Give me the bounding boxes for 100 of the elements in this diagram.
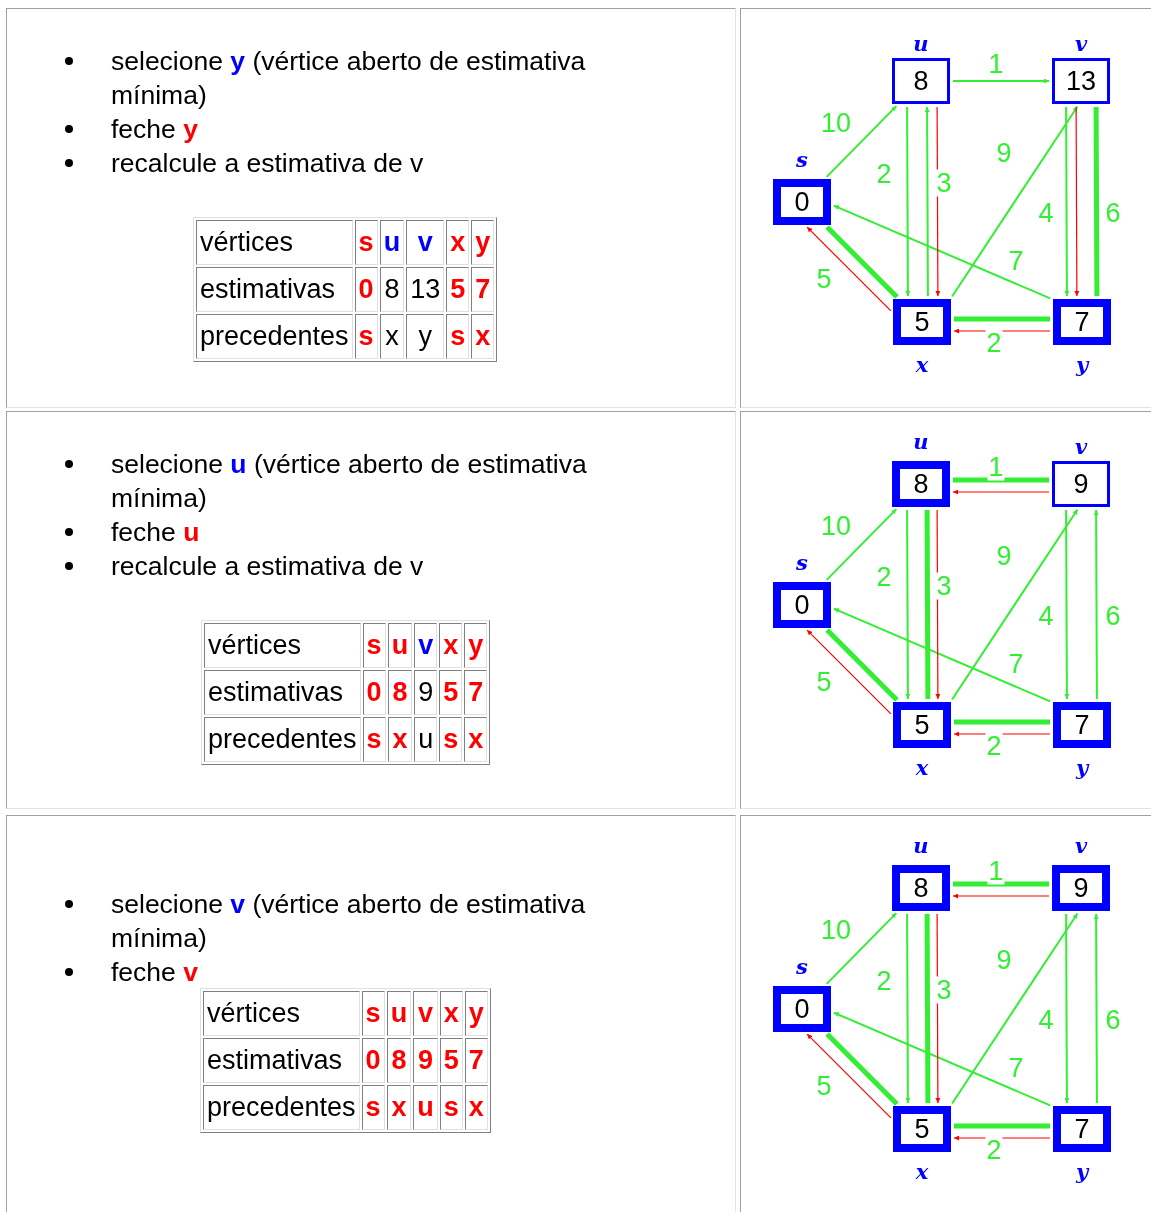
vertex-name: x — [915, 1161, 929, 1182]
vertex-estimate: 5 — [914, 308, 930, 336]
table-cell: v — [413, 991, 438, 1036]
bullet-text: feche v — [111, 956, 199, 989]
bullet-text: selecione u (vértice aberto de estimativa mínima) — [111, 448, 588, 515]
arrow — [806, 629, 892, 715]
arrow — [905, 913, 911, 1104]
bullet-text: feche u — [111, 516, 201, 549]
table-cell: s — [362, 717, 386, 762]
table-cell: y — [464, 991, 488, 1036]
table-cell: s — [362, 623, 386, 668]
arrow — [952, 489, 1050, 495]
arrow — [905, 509, 911, 700]
edge-label: 3 — [935, 572, 953, 600]
table-cell: 7 — [464, 1038, 488, 1083]
table-cell: y — [464, 623, 488, 668]
table-cell: 7 — [471, 267, 495, 312]
arrow — [951, 912, 1079, 1105]
table-cell: y — [406, 314, 445, 359]
table-cell: 5 — [446, 267, 470, 312]
arrow — [924, 510, 931, 699]
arrow — [924, 106, 930, 297]
arrow — [1064, 509, 1070, 700]
table-cell: y — [471, 220, 495, 265]
arrow — [1093, 509, 1099, 700]
vertex-name: s — [796, 956, 808, 977]
edge-label: 3 — [935, 976, 953, 1004]
arrow — [825, 508, 898, 581]
table-cell: estimativas — [203, 1038, 360, 1083]
arrow — [825, 1032, 899, 1106]
arrow — [1093, 107, 1100, 296]
table-cell: 8 — [386, 1038, 412, 1083]
table-cell: v — [414, 623, 438, 668]
table-cell: s — [439, 1085, 463, 1130]
vertex-estimate: 13 — [1065, 67, 1096, 95]
table-cell: 8 — [387, 670, 413, 715]
arrow — [806, 1033, 892, 1119]
vertex-name: u — [913, 33, 929, 54]
table-cell: s — [361, 991, 385, 1036]
table-cell: precedentes — [203, 1085, 360, 1130]
arrow — [825, 225, 899, 299]
arrow — [832, 607, 1052, 703]
vertex-estimate: 0 — [794, 591, 810, 619]
table-cell: 8 — [379, 267, 405, 312]
table-cell: 9 — [414, 670, 438, 715]
vertex-name: y — [1075, 1161, 1089, 1182]
table-cell: x — [379, 314, 405, 359]
table-cell: u — [387, 623, 413, 668]
arrow — [951, 105, 1079, 298]
table-cell: x — [464, 717, 488, 762]
table-cell: u — [379, 220, 405, 265]
table-cell: precedentes — [204, 717, 361, 762]
table-cell: 5 — [439, 670, 463, 715]
vertex-estimate: 8 — [913, 874, 929, 902]
bullet-text: selecione y (vértice aberto de estimativa mínima) — [111, 45, 587, 112]
table-cell: vértices — [196, 220, 353, 265]
arrow — [825, 628, 899, 702]
table-cell: x — [387, 717, 413, 762]
vertex-name: u — [913, 835, 929, 856]
arrow — [954, 1123, 1050, 1129]
table-cell: v — [406, 220, 445, 265]
arrow — [825, 105, 898, 178]
table-cell: 0 — [361, 1038, 385, 1083]
arrow — [924, 914, 931, 1103]
table-cell: 7 — [464, 670, 488, 715]
table-cell: s — [361, 1085, 385, 1130]
arrow — [951, 508, 1079, 701]
vertex-name: y — [1075, 757, 1089, 778]
vertex-estimate: 7 — [1074, 308, 1090, 336]
arrow — [825, 912, 898, 985]
arrow — [832, 1011, 1052, 1107]
arrow — [954, 719, 1050, 725]
bullet-text: selecione v (vértice aberto de estimativa mínima) — [111, 888, 587, 955]
vertex-estimate: 7 — [1074, 711, 1090, 739]
table-cell: 5 — [439, 1038, 463, 1083]
arrow — [953, 477, 1049, 483]
vertex-name: v — [1074, 835, 1088, 856]
vertex-name: x — [915, 757, 929, 778]
table-cell: 0 — [354, 267, 378, 312]
arrow — [952, 78, 1050, 84]
vertex-estimate: 9 — [1073, 470, 1089, 498]
table-cell: u — [413, 1085, 438, 1130]
table-cell: u — [386, 991, 412, 1036]
table-cell: 0 — [362, 670, 386, 715]
arrow — [832, 204, 1052, 300]
table-cell: x — [386, 1085, 412, 1130]
edge-label: 3 — [935, 169, 953, 197]
table-cell: 13 — [406, 267, 445, 312]
bullet-text: feche y — [111, 113, 199, 146]
vertex-estimate: 0 — [794, 995, 810, 1023]
vertex-estimate: 7 — [1074, 1115, 1090, 1143]
vertex-estimate: 5 — [914, 1115, 930, 1143]
table-cell: estimativas — [196, 267, 353, 312]
vertex-estimate: 5 — [914, 711, 930, 739]
arrow — [1064, 913, 1070, 1104]
vertex-name: v — [1074, 33, 1088, 54]
vertex-estimate: 9 — [1073, 874, 1089, 902]
arrow — [1093, 913, 1099, 1104]
bullet-text: recalcule a estimativa de v — [111, 147, 425, 180]
vertex-name: s — [796, 149, 808, 170]
